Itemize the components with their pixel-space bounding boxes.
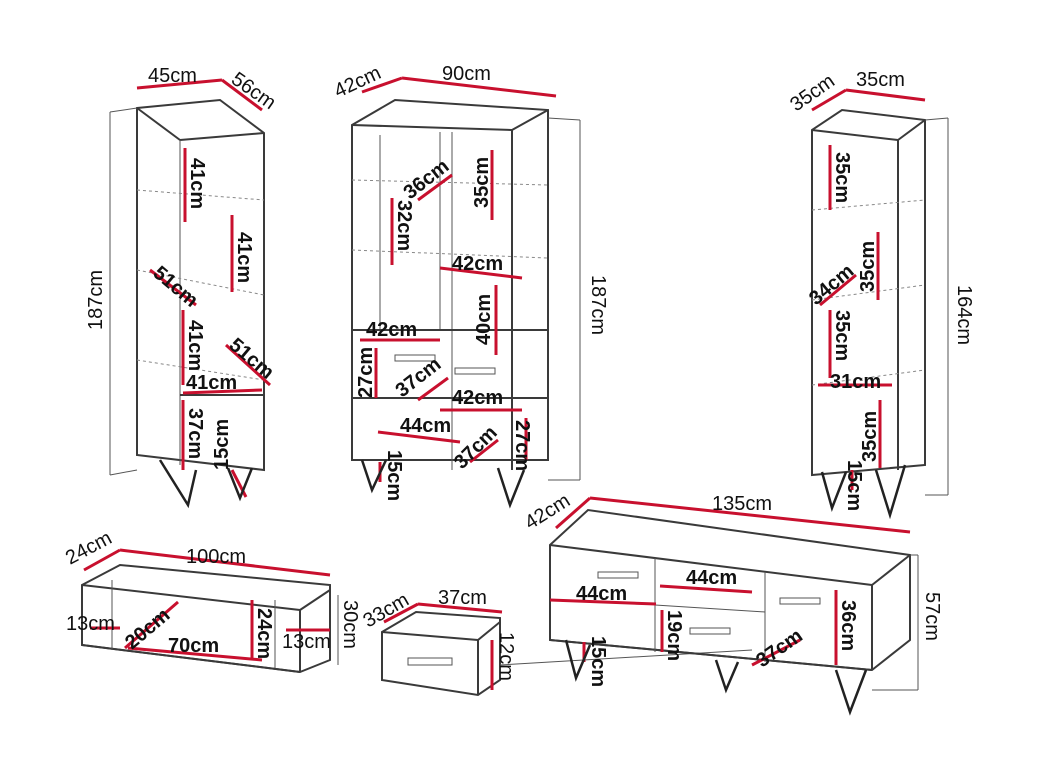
bookcase-inner-width-label: 31cm <box>830 371 881 393</box>
tv-left-compartment-label: 44cm <box>576 583 627 605</box>
bookcase-width-label: 35cm <box>856 69 905 91</box>
shelf-inner-depth-label: 20cm <box>121 604 174 654</box>
tall-mid-compartment-label: 41cm <box>233 232 255 283</box>
drawer-width-label: 37cm <box>438 587 487 609</box>
drawer-depth-label: 33cm <box>360 589 413 633</box>
tv-drawer-height-label: 19cm <box>663 610 685 661</box>
shelf-height-label: 30cm <box>339 600 361 649</box>
vitrine-width-label: 90cm <box>442 63 491 85</box>
shelf-width-label: 100cm <box>186 546 246 568</box>
shelf-inner-height-label: 24cm <box>253 608 275 659</box>
tall-shelf-depth-label: 51cm <box>149 262 202 312</box>
vitrine-right-top-compartment-label: 35cm <box>471 157 493 208</box>
tall-width-label: 45cm <box>148 65 197 87</box>
tv-stand <box>549 496 919 716</box>
drawer-height-label: 12cm <box>495 632 517 681</box>
vitrine-cabinet <box>351 76 581 509</box>
vitrine-right-low-shelf-width-label: 42cm <box>452 387 503 409</box>
shelf-side-height-right-label: 13cm <box>282 631 331 653</box>
vitrine-left-low-compartment-label: 27cm <box>355 347 377 398</box>
bookcase-bottom-compartment-label: 35cm <box>859 411 881 462</box>
tv-drawer-width-label: 44cm <box>686 567 737 589</box>
bookcase <box>811 88 949 520</box>
bookcase-leg-height-label: 15cm <box>843 460 865 511</box>
shelf-side-height-left-label: 13cm <box>66 613 115 635</box>
bookcase-left-compartment-label: 35cm <box>831 310 853 361</box>
vitrine-bottom-width-label: 44cm <box>400 415 451 437</box>
bookcase-top-compartment-label: 35cm <box>831 152 853 203</box>
tv-height-label: 57cm <box>921 592 943 641</box>
bookcase-mid-compartment-label: 35cm <box>857 241 879 292</box>
tall-height-label: 187cm <box>85 270 107 330</box>
shelf-depth-label: 24cm <box>62 527 116 569</box>
tall-top-compartment-label: 41cm <box>186 158 208 209</box>
vitrine-right-low-compartment-label: 27cm <box>511 420 533 471</box>
vitrine-right-shelf-width-label: 42cm <box>452 253 503 275</box>
drawer <box>381 602 753 697</box>
wall-shelf <box>81 548 339 674</box>
vitrine-leg-height-label: 15cm <box>383 450 405 501</box>
tv-depth-label: 42cm <box>521 490 574 535</box>
tall-low-compartment-label: 41cm <box>184 320 206 371</box>
tv-right-height-label: 36cm <box>837 600 859 651</box>
vitrine-left-shelf-width-label: 42cm <box>366 319 417 341</box>
shelf-inner-width-label: 70cm <box>168 635 219 657</box>
vitrine-bottom-depth-label: 37cm <box>450 422 502 474</box>
tv-compartment-depth-label: 37cm <box>752 625 807 672</box>
vitrine-depth-label: 42cm <box>331 62 385 103</box>
tall-depth-label: 56cm <box>227 68 280 114</box>
vitrine-right-mid-compartment-label: 40cm <box>473 294 495 345</box>
bookcase-height-label: 164cm <box>953 285 975 345</box>
tv-width-label: 135cm <box>712 493 772 515</box>
tall-inner-width-label: 41cm <box>186 372 237 394</box>
tv-leg-height-label: 15cm <box>587 636 609 687</box>
vitrine-left-compartment-label: 32cm <box>393 200 415 251</box>
tall-drawer-height-label: 37cm <box>184 408 206 459</box>
vitrine-height-label: 187cm <box>587 275 609 335</box>
vitrine-drawer-depth-label: 37cm <box>392 353 446 402</box>
tall-leg-height-label: 15cm <box>211 419 233 470</box>
bookcase-shelf-depth-label: 34cm <box>805 260 858 310</box>
tall-cabinet <box>109 78 272 509</box>
